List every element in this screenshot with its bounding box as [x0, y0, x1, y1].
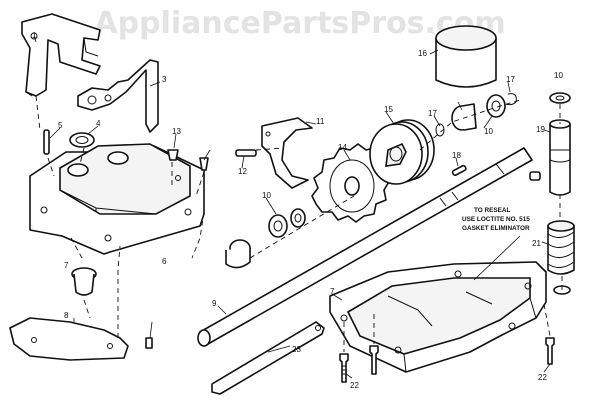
part-7-bushing-left: [71, 267, 97, 296]
callout-23: 23: [292, 345, 301, 354]
callout-3: 3: [162, 75, 167, 84]
gear-case-housing: [329, 261, 547, 373]
callout-17-right: 17: [506, 75, 515, 84]
part-19-pinion-shaft: [549, 119, 571, 196]
reseal-note: TO RESEAL USE LOCTITE NO. 515 GASKET ELI…: [462, 207, 530, 232]
part-13-plug: [167, 149, 179, 161]
part-7-bushing-right: [451, 103, 477, 131]
callout-5: 5: [58, 121, 63, 130]
callout-7-left: 7: [64, 261, 69, 270]
callout-22-left: 22: [350, 381, 359, 390]
part-4-seal: [69, 132, 95, 148]
callout-4: 4: [96, 119, 101, 128]
callout-15: 15: [384, 105, 393, 114]
callout-9: 9: [212, 299, 217, 308]
callout-12: 12: [238, 167, 247, 176]
callout-14: 14: [338, 143, 347, 152]
note-line-1: TO RESEAL: [474, 207, 511, 214]
callout-6: 6: [162, 257, 167, 266]
callout-18: 18: [452, 151, 461, 160]
part-22-bolt-right: [545, 337, 555, 365]
note-line-3: GASKET ELIMINATOR: [462, 225, 530, 232]
part-22-bolt-left: [339, 353, 349, 383]
part-11-shift-fork: [261, 117, 313, 189]
part-22-bolt-center: [369, 345, 379, 375]
part-12-key: [235, 149, 257, 157]
part-8-plate: [9, 317, 129, 361]
note-line-2: USE LOCTITE NO. 515: [462, 216, 530, 223]
callout-8: 8: [64, 311, 69, 320]
callout-21: 21: [532, 239, 541, 248]
callout-7-bottom: 7: [330, 287, 335, 296]
part-17-clip-right: [505, 93, 517, 106]
callout-10-right: 10: [484, 127, 493, 136]
part-5-pin: [43, 129, 50, 155]
part-6-gear-case-cover: [29, 143, 205, 255]
callout-1: 1: [32, 31, 37, 40]
part-10-washer-right: [486, 94, 506, 118]
callout-19: 19: [536, 125, 545, 134]
part-1-bracket: [21, 13, 101, 97]
part-3-arm: [77, 59, 159, 133]
callout-16: 16: [418, 49, 427, 58]
assembly-lines: [35, 95, 563, 352]
part-1-screw-bottom: [145, 337, 153, 349]
part-15-pulley: [369, 119, 435, 185]
part-23-bar: [211, 321, 325, 395]
part-21-worm-gear: [547, 220, 575, 275]
callout-17-left: 17: [428, 109, 437, 118]
leader-lines: [33, 35, 551, 379]
part-20-key: [529, 171, 541, 181]
callout-10-top: 10: [554, 71, 563, 80]
callout-11: 11: [316, 117, 325, 126]
callout-numbers: 1 3 4 5 6 7 7 8 9 10 10 10 11 12 13 14 1…: [32, 31, 563, 390]
part-7-bushing-center: [225, 239, 251, 269]
part-18-key: [451, 164, 467, 177]
part-17-clip: [435, 123, 445, 137]
callout-13: 13: [172, 127, 181, 136]
part-10-washer-top: [549, 92, 571, 104]
part-9-main-shaft: [197, 147, 533, 347]
callout-22-right: 22: [538, 373, 547, 382]
part-10-washer-left: [268, 208, 306, 238]
callout-10-left: 10: [262, 191, 271, 200]
part-16-sleeve: [435, 25, 497, 88]
